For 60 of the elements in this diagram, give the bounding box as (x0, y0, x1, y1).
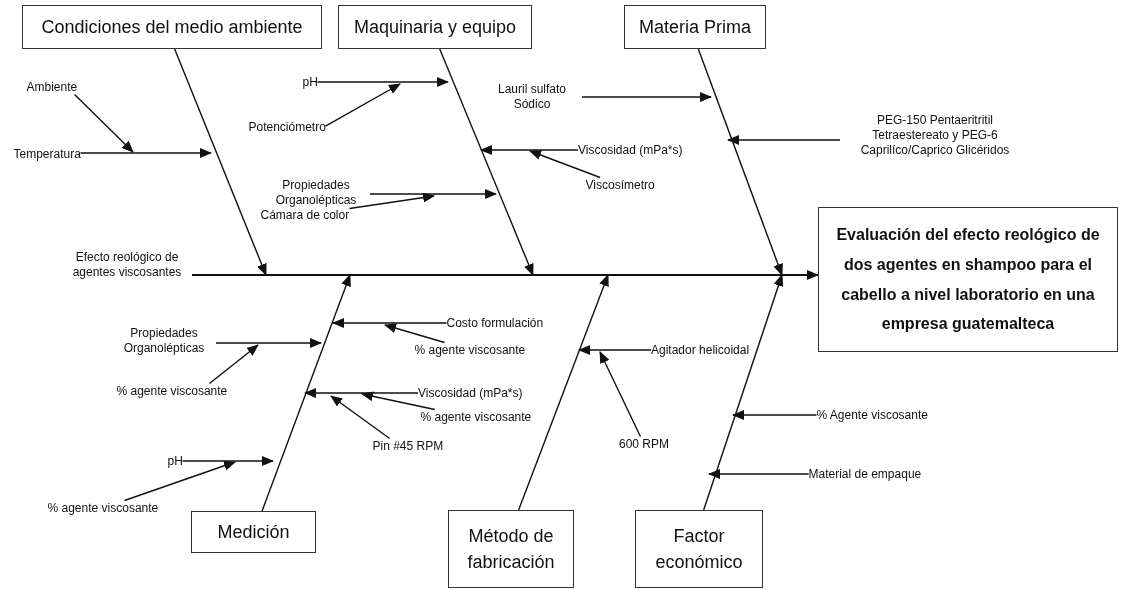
arrow (261, 274, 351, 512)
arrow (361, 391, 436, 411)
cause-label: Costo formulación (446, 315, 544, 331)
arrow (480, 145, 579, 155)
cause-label: % Agente viscosante (816, 407, 928, 423)
arrow (529, 150, 601, 179)
cause-label: Viscosidad (mPa*s) (578, 142, 683, 158)
arrow (732, 410, 818, 420)
arrow (332, 318, 448, 328)
cause-label: % agente viscosante (420, 409, 532, 425)
arrow (727, 135, 841, 145)
cause-label: Viscosímetro (585, 177, 655, 193)
arrow (73, 93, 134, 153)
cause-label: Viscosidad (mPa*s) (418, 385, 523, 401)
arrow (708, 469, 810, 479)
arrow (316, 77, 449, 87)
arrow (697, 48, 783, 276)
arrow (384, 323, 446, 344)
arrow (181, 456, 274, 466)
cause-label: Potenciómetro (248, 119, 326, 135)
arrow (439, 48, 534, 276)
category-box: Materia Prima (624, 5, 766, 49)
cause-label: Temperatura (13, 146, 81, 162)
cause-label: Cámara de color (260, 207, 350, 223)
cause-label: Pin #45 RPM (372, 438, 444, 454)
arrow (348, 192, 435, 210)
arrow (517, 274, 609, 511)
arrow (215, 338, 322, 348)
cause-label: Propiedades Organolépticas (112, 320, 216, 362)
arrow (702, 274, 784, 511)
cause-label: Ambiente (26, 79, 78, 95)
cause-label: PEG-150 Pentaeritritil Tetraestereato y PEG-6 Caprilíco/Caprico Glicéridos (840, 104, 1030, 166)
cause-label: % agente viscosante (47, 500, 159, 516)
cause-label: % agente viscosante (414, 342, 526, 358)
cause-label: Agitador helicoidal (651, 342, 750, 358)
arrow (330, 395, 391, 440)
arrow (581, 92, 712, 102)
arrow (599, 351, 642, 438)
cause-label: pH (302, 74, 318, 90)
arrow (191, 270, 819, 280)
arrow (324, 83, 401, 127)
cause-label: 600 RPM (619, 436, 670, 452)
category-box: Maquinaria y equipo (338, 5, 532, 49)
cause-label: Efecto reológico de agentes viscosantes (62, 243, 192, 287)
category-box: Medición (191, 511, 316, 553)
arrow (369, 189, 497, 199)
arrow (79, 148, 212, 158)
arrow (173, 48, 267, 276)
cause-label: % agente viscosante (116, 383, 228, 399)
category-box: Condiciones del medio ambiente (22, 5, 322, 49)
arrow (578, 345, 652, 355)
effect-box: Evaluación del efecto reológico de dos agentes en shampoo para el cabello a nivel laboratorio en una empresa guatemalteca (818, 207, 1118, 352)
arrow (123, 460, 236, 502)
arrow (208, 344, 259, 385)
category-box: Factor económico (635, 510, 763, 588)
arrow (304, 388, 419, 398)
cause-label: Lauril sulfato Sódico (482, 76, 582, 118)
category-box: Método de fabricación (448, 510, 574, 588)
cause-label: Material de empaque (808, 466, 922, 482)
cause-label: pH (167, 453, 183, 469)
